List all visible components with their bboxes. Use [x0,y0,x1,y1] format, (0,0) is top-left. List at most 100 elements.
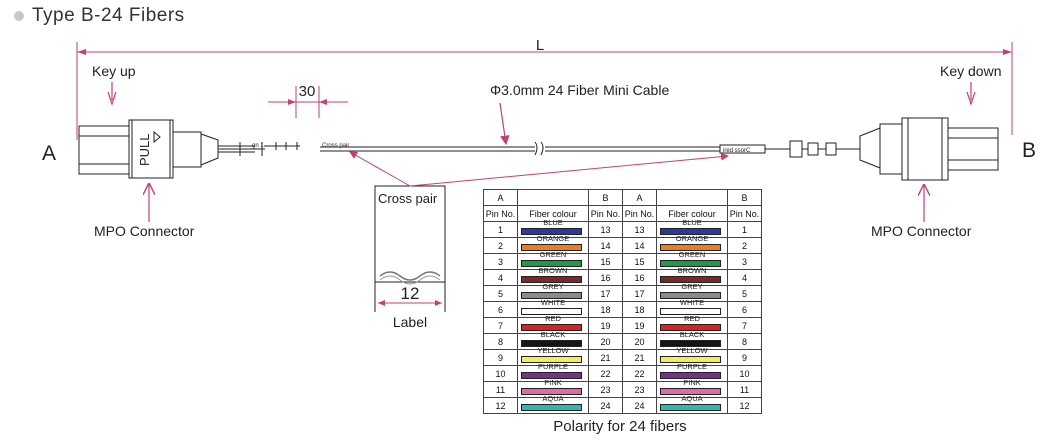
fiber-colour-cell: AQUA [517,394,589,414]
fiber-colour-name: PINK [683,378,701,387]
pin-b-cell: 4 [727,269,762,286]
fiber-colour-name: RED [684,314,700,323]
header-b: B [588,189,623,206]
fiber-colour-swatch [521,308,582,315]
cable-spec-label: Φ3.0mm 24 Fiber Mini Cable [490,82,669,98]
fiber-colour-name: BLUE [682,218,702,227]
pin-a-cell: 24 [622,397,657,414]
fiber-colour-cell: YELLOW [517,347,589,366]
header-blank [656,189,728,206]
cross-pair-label: Cross pair [378,191,438,206]
main-cable [320,141,720,156]
pin-b-cell: 18 [588,301,623,318]
fiber-colour-name: BLACK [679,330,705,339]
key-down-arrow-icon [966,82,976,106]
pin-b-cell: 23 [588,381,623,398]
fiber-colour-name: ORANGE [536,234,570,243]
fiber-colour-name: AQUA [681,394,703,403]
fiber-colour-swatch [521,324,582,331]
table-row: 8 BLACK 20 [483,330,623,350]
fiber-colour-swatch [660,244,721,251]
pin-a-cell: 23 [622,381,657,398]
table-row: 3 GREEN 15 [483,250,623,270]
fiber-colour-cell: WHITE [517,298,589,318]
fiber-colour-cell: BROWN [517,267,589,286]
cross-pair-small-label: Cross pair [322,143,349,149]
right-mpo-connector [765,117,999,181]
fiber-colour-cell: AQUA [656,394,728,414]
pin-b-cell: 3 [727,253,762,270]
fiber-colour-swatch [660,356,721,363]
pin-a-cell: 11 [483,381,518,398]
fiber-colour-swatch [521,228,582,235]
cross-pair-label-box [374,185,446,312]
pin-b-cell: 20 [588,333,623,350]
pin-a-cell: 2 [483,237,518,254]
fiber-colour-name: GREEN [539,250,567,259]
pin-b-cell: 17 [588,285,623,302]
mpo-right-label: MPO Connector [871,223,972,239]
fiber-colour-name: YELLOW [676,346,708,355]
fiber-colour-swatch [660,260,721,267]
fiber-colour-name: BROWN [677,266,707,275]
pin-b-cell: 12 [727,397,762,414]
fiber-colour-name: WHITE [540,298,566,307]
fiber-colour-swatch [660,228,721,235]
mpo-left-label: MPO Connector [94,223,195,239]
pin-b-cell: 9 [727,349,762,366]
pin-b-cell: 7 [727,317,762,334]
pin-b-cell: 16 [588,269,623,286]
header-pin-a: Pin No. [622,205,657,222]
header-a: A [483,189,518,206]
pin-a-cell: 21 [622,349,657,366]
pin-a-cell: 17 [622,285,657,302]
dimension-30-label: 30 [299,83,316,100]
pin-a-cell: 8 [483,333,518,350]
fiber-colour-name: BLACK [540,330,566,339]
fiber-colour-swatch [521,276,582,283]
fiber-colour-swatch [660,276,721,283]
right-cable-text: ired ssorC [723,148,751,154]
pin-b-cell: 15 [588,253,623,270]
label-caption: Label [393,314,427,330]
fiber-colour-name: AQUA [542,394,564,403]
pin-b-cell: 11 [727,381,762,398]
cross-pair-leader-left [349,151,411,187]
fiber-colour-swatch [660,340,721,347]
fiber-colour-name: GREEN [678,250,706,259]
pin-b-cell: 22 [588,365,623,382]
pin-a-cell: 10 [483,365,518,382]
key-down-label: Key down [940,63,1001,79]
fiber-colour-swatch [521,340,582,347]
pin-a-cell: 15 [622,253,657,270]
pin-a-cell: 3 [483,253,518,270]
pin-a-cell: 4 [483,269,518,286]
fiber-colour-name: ORANGE [675,234,709,243]
pin-b-cell: 1 [727,221,762,238]
pin-a-cell: 1 [483,221,518,238]
pin-a-cell: 6 [483,301,518,318]
pin-a-cell: 16 [622,269,657,286]
length-dimension: L [76,37,1013,140]
fiber-colour-cell: WHITE [656,299,728,318]
table-row: 15 GREEN 3 [622,250,762,270]
section-header: Type B-24 Fibers [14,4,185,28]
dimension-l-label: L [536,37,544,54]
end-b-label: B [1022,139,1036,162]
key-up-label: Key up [92,63,136,79]
pin-a-cell: 12 [483,397,518,414]
pin-b-cell: 14 [588,237,623,254]
pin-a-cell: 19 [622,317,657,334]
fiber-colour-name: RED [545,314,561,323]
pin-b-cell: 19 [588,317,623,334]
pin-a-cell: 18 [622,301,657,318]
fiber-colour-swatch [521,404,582,411]
cross-pair-leader-right [409,152,729,187]
pull-tab-label: PULL [137,133,152,166]
dimension-12-label: 12 [401,284,420,303]
